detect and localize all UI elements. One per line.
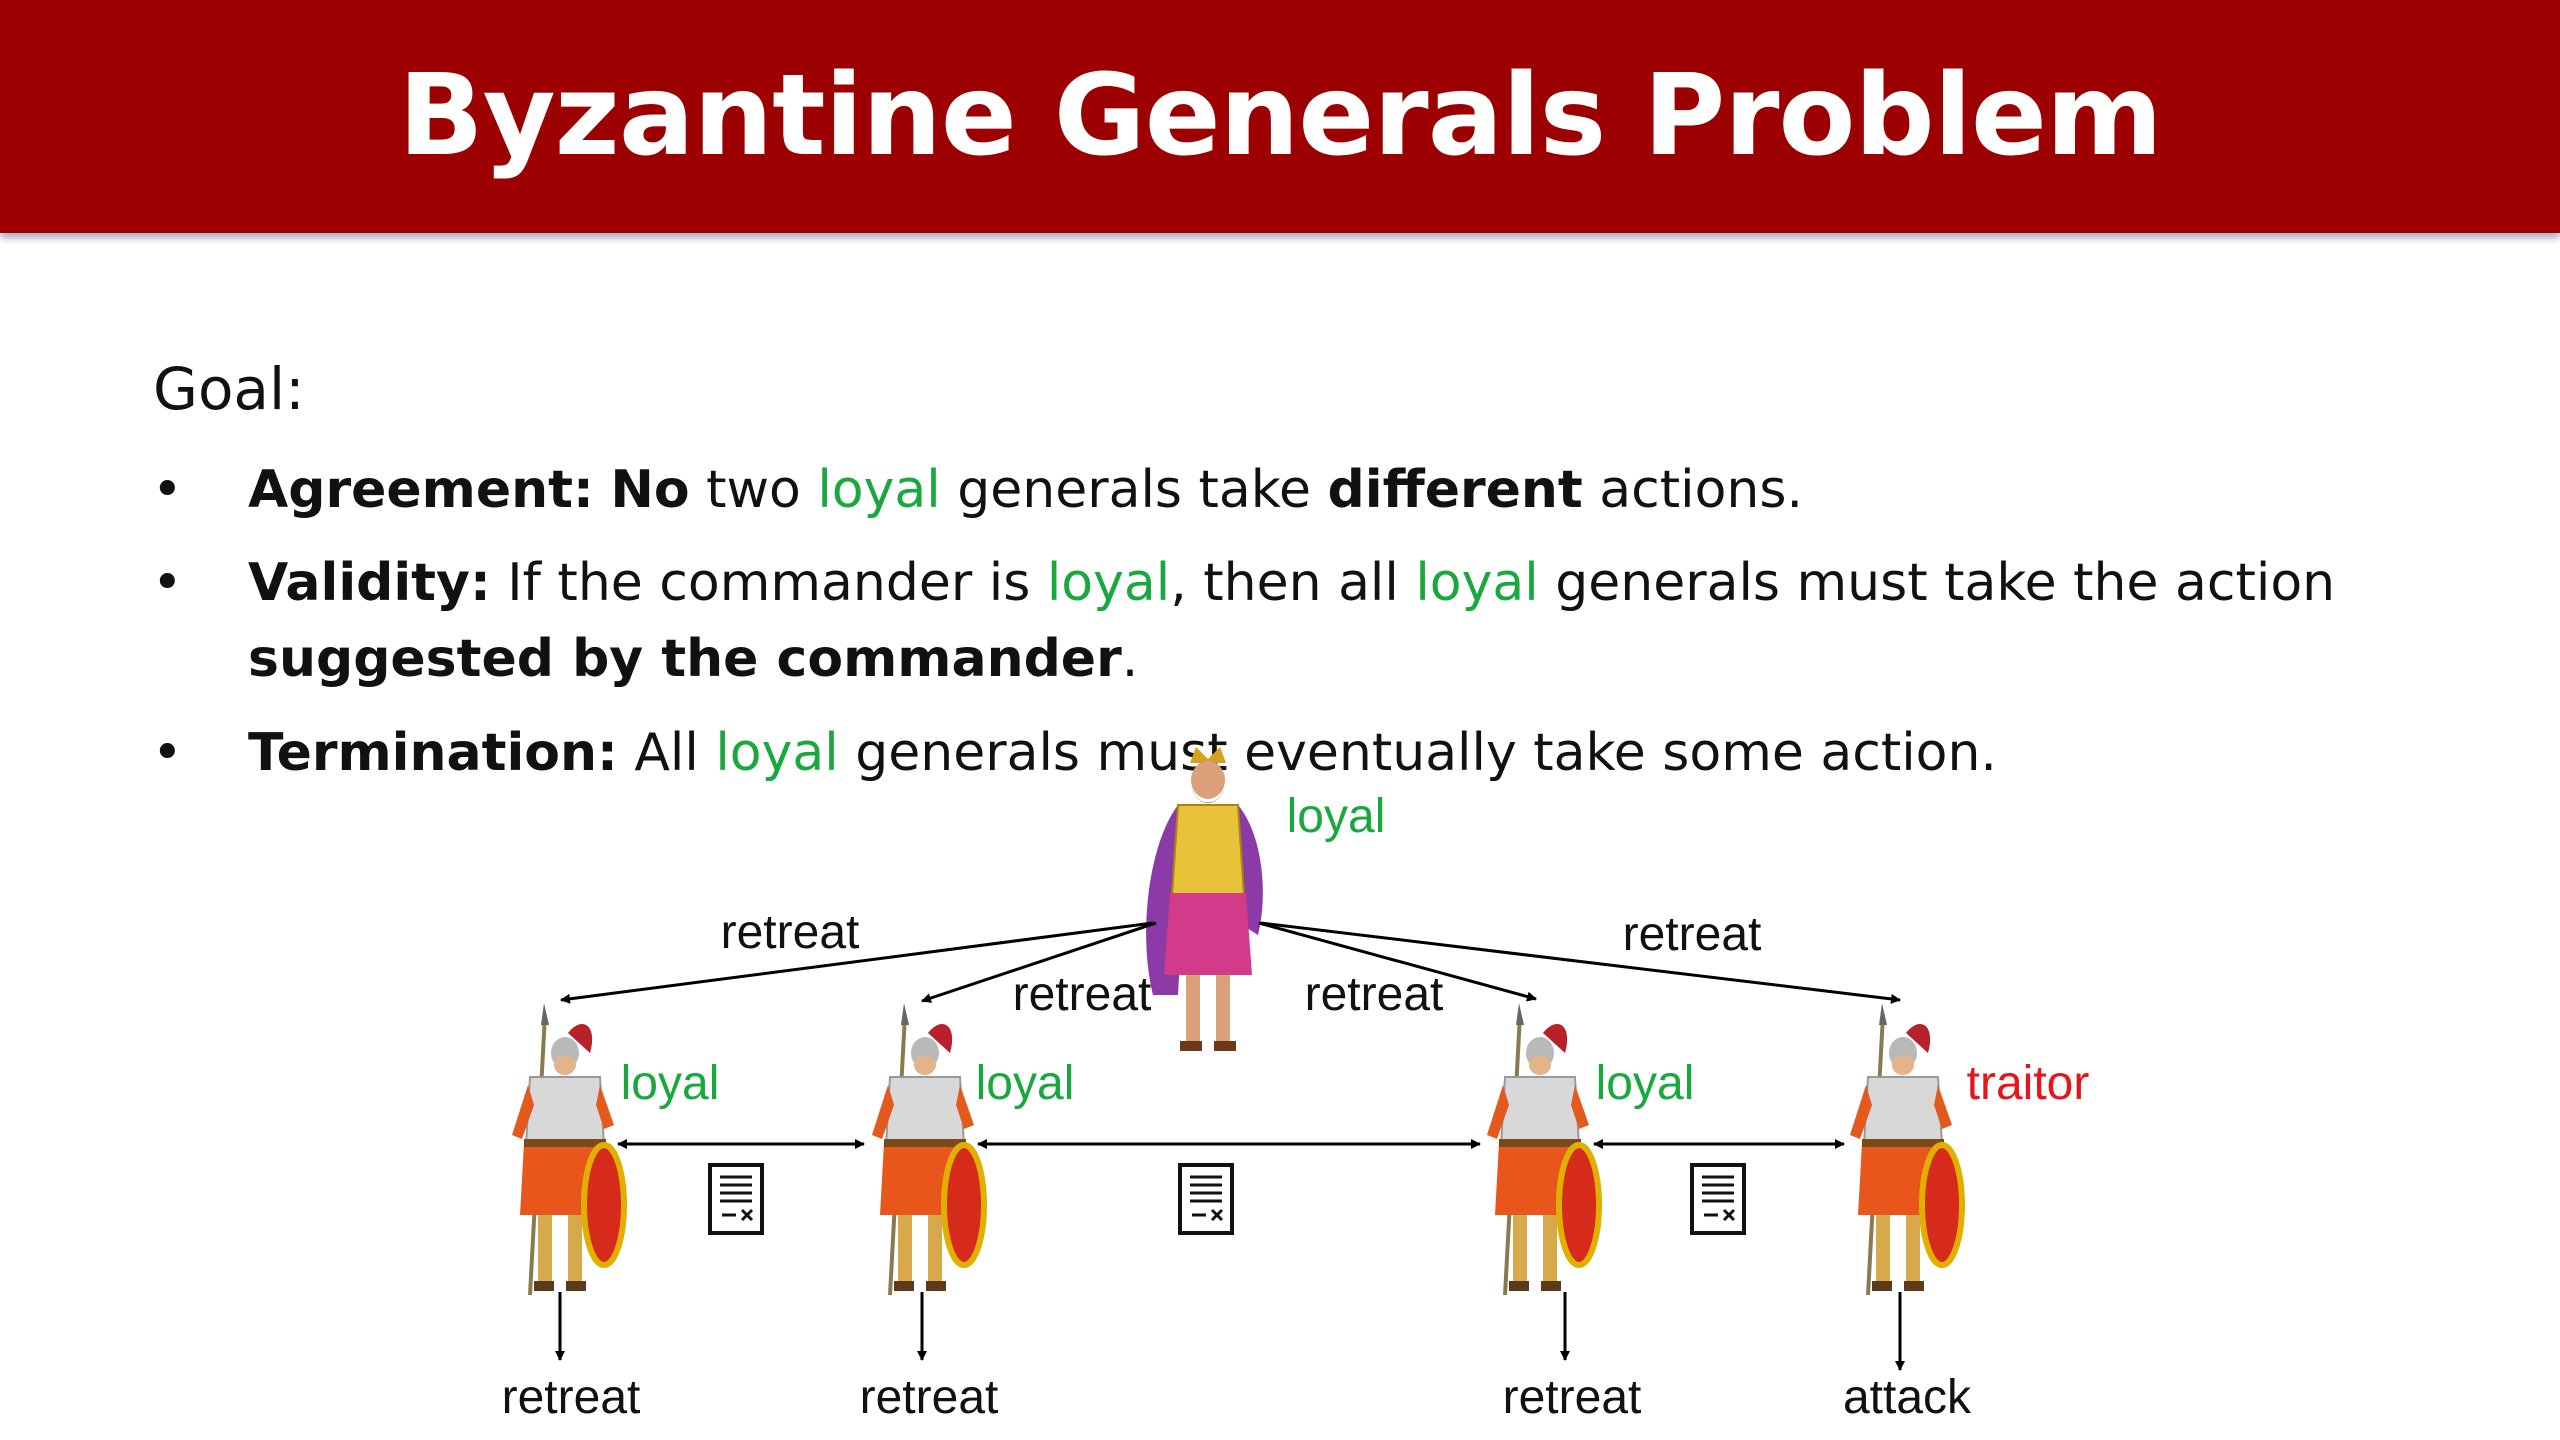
general-figure (512, 1003, 624, 1295)
order-arrow (1258, 921, 1537, 1002)
action-label: retreat (502, 1371, 641, 1424)
document-icon (1690, 1163, 1746, 1235)
order-label: retreat (721, 906, 860, 959)
commander-label: loyal (1287, 790, 1386, 843)
slide-title: Byzantine Generals Problem (398, 51, 2162, 181)
general-label: loyal (1596, 1057, 1695, 1110)
document-icon (1178, 1163, 1234, 1235)
general-label: loyal (976, 1057, 1075, 1110)
loyal-word: loyal (1046, 553, 1171, 613)
order-arrow (560, 921, 1154, 1004)
bullet-dot: • (152, 553, 183, 613)
term-agreement: Agreement: (248, 460, 594, 520)
general-label: loyal (621, 1057, 720, 1110)
action-label: retreat (1503, 1371, 1642, 1424)
commander-figure (1145, 746, 1264, 1052)
general-figure (872, 1003, 984, 1295)
general-figure (1850, 1003, 1962, 1295)
order-arrow (1260, 921, 1901, 1004)
order-label: retreat (1305, 968, 1444, 1021)
action-label: retreat (860, 1371, 999, 1424)
action-label: attack (1843, 1371, 1972, 1424)
bullet-dot: • (152, 460, 183, 520)
loyal-word: loyal (817, 460, 941, 520)
loyal-word: loyal (1415, 553, 1539, 613)
document-icon (708, 1163, 764, 1235)
goal-label: Goal: (153, 355, 305, 423)
title-banner: Byzantine Generals Problem (0, 0, 2560, 233)
loyal-word: loyal (715, 723, 839, 783)
bullet-dot: • (152, 723, 183, 783)
order-arrow (921, 921, 1157, 1003)
term-termination: Termination: (248, 723, 618, 783)
order-label: retreat (1623, 908, 1762, 961)
order-label: retreat (1013, 968, 1152, 1021)
general-figure (1487, 1003, 1599, 1295)
general-label: traitor (1967, 1057, 2090, 1110)
term-validity: Validity: (248, 553, 491, 613)
